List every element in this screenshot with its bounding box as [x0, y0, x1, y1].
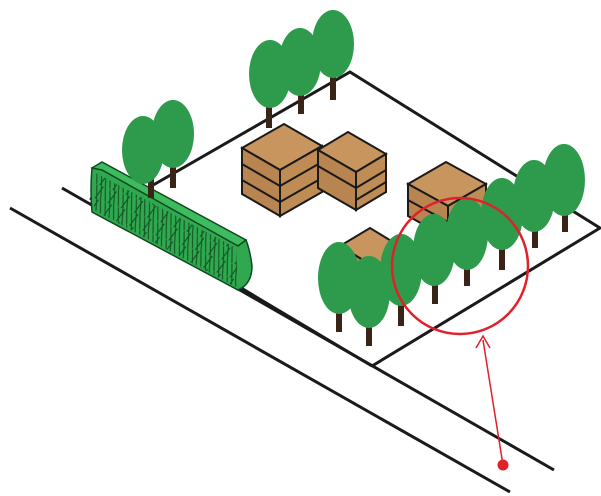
- lot-boundary: [147, 70, 601, 368]
- road-edge-near: [9, 206, 511, 494]
- tree-group-left: [122, 100, 194, 198]
- tree: [513, 160, 555, 248]
- hedge: [90, 161, 253, 291]
- box-stack-left: [239, 122, 388, 218]
- tree: [152, 100, 194, 188]
- tree: [312, 10, 354, 100]
- pointer-arrowhead: [475, 334, 491, 349]
- tree: [446, 198, 488, 286]
- tree: [481, 178, 523, 270]
- pointer-line: [482, 339, 504, 466]
- tree: [380, 234, 422, 326]
- tree-group-top: [249, 10, 354, 128]
- pointer-marker: [497, 459, 509, 471]
- tree-row: [318, 144, 585, 346]
- tree: [348, 256, 390, 346]
- highlight-circle: [390, 196, 530, 336]
- hedge-pattern: [94, 172, 238, 288]
- highlight: [390, 196, 530, 471]
- tree: [279, 28, 321, 114]
- tree: [413, 214, 455, 304]
